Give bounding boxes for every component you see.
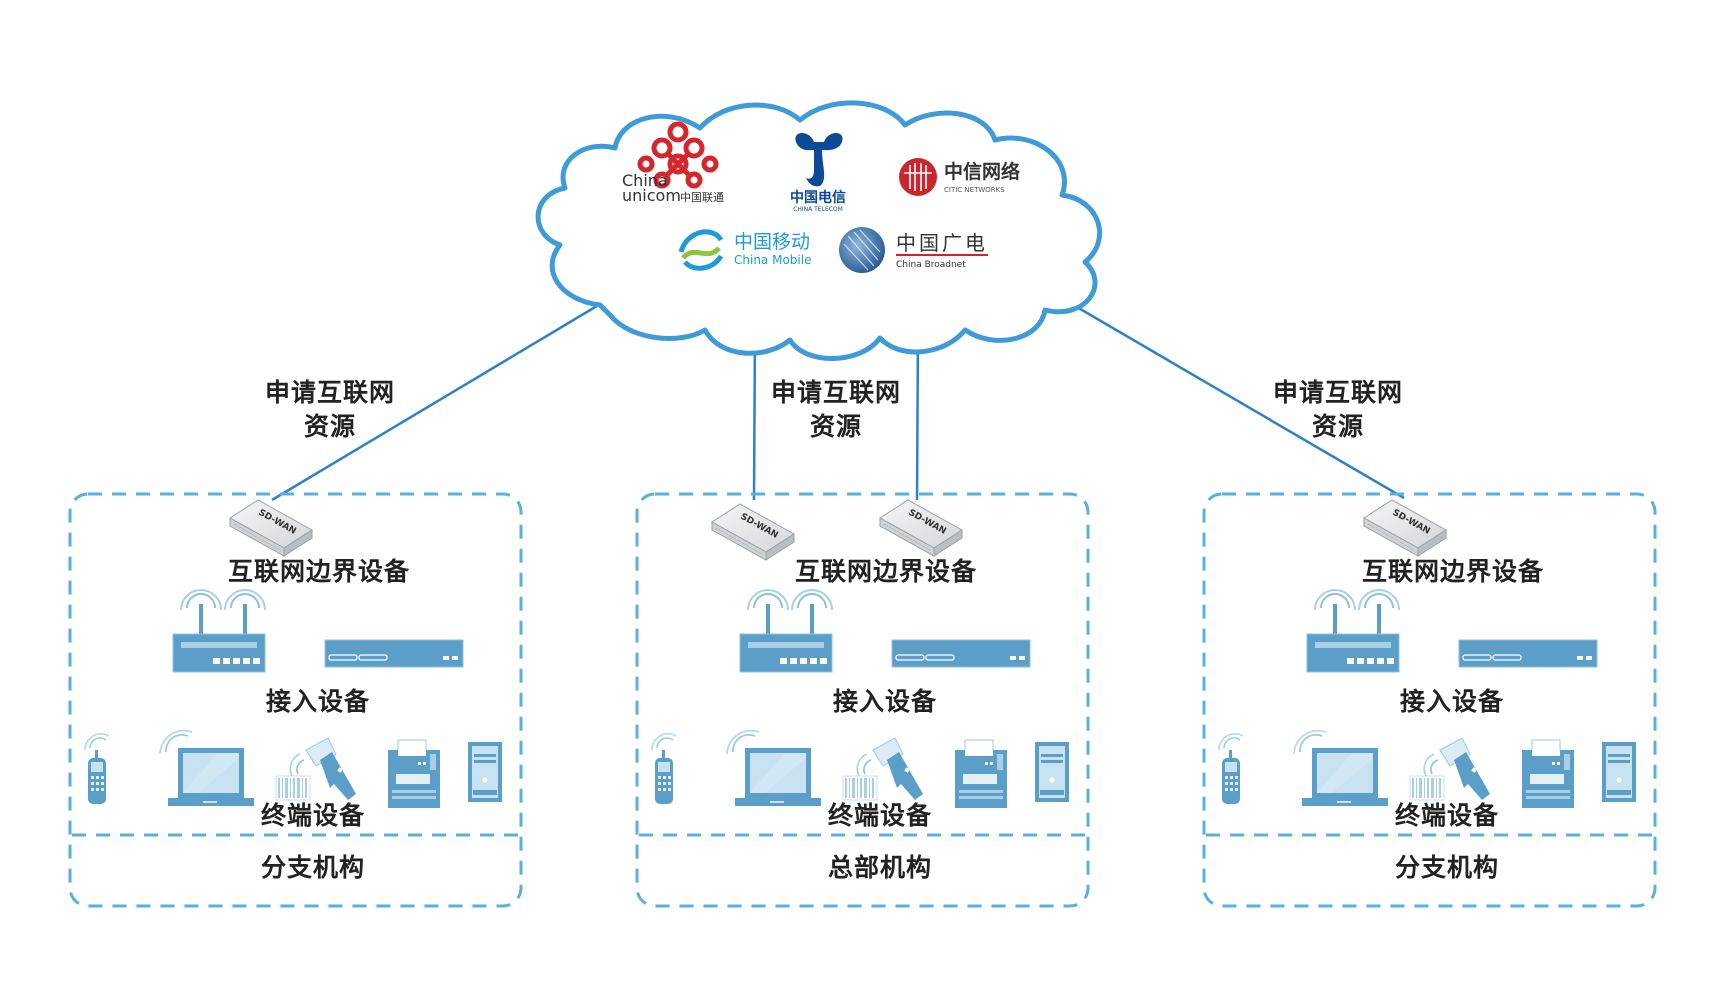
sdwan-device-icon: SD-WAN	[1363, 499, 1447, 557]
citic-cn: 中信网络	[944, 160, 1020, 183]
terminal-device-label: 终端设备	[1394, 801, 1500, 830]
broadnet-globe-icon	[839, 227, 885, 273]
link-label-line2: 资源	[1311, 412, 1365, 441]
mobile-phone-icon	[651, 733, 677, 805]
desktop-tower-icon	[1602, 742, 1636, 802]
carrier-logo-telecom: 中国电信 CHINA TELECOM	[790, 133, 846, 213]
site-boundary	[1202, 492, 1657, 908]
access-device-label: 接入设备	[265, 687, 371, 716]
desktop-tower-icon	[1035, 742, 1069, 802]
edge-device-label: 互联网边界设备	[1361, 557, 1545, 586]
mobile-phone-icon	[1218, 733, 1244, 805]
desktop-tower-icon	[468, 742, 502, 802]
link-label-left: 申请互联网 资源	[265, 376, 395, 444]
unicom-line2: unicom	[622, 186, 681, 205]
citic-en: CITIC NETWORKS	[944, 186, 1005, 194]
mobile-en: China Mobile	[734, 253, 811, 267]
carrier-logo-unicom: China unicom 中国联通	[622, 121, 724, 205]
site-name-headquarters: 总部机构	[827, 853, 933, 882]
wireless-router-icon	[1306, 589, 1400, 673]
site-boundary	[68, 492, 523, 908]
terminal-device-label: 终端设备	[827, 801, 933, 830]
uplink-line	[1057, 294, 1405, 500]
unicom-line1: China	[622, 171, 668, 190]
sdwan-device-icon: SD-WAN	[879, 499, 963, 557]
telecom-swirl-icon	[795, 133, 843, 187]
network-switch-icon	[1458, 639, 1598, 668]
edge-device-label: 互联网边界设备	[794, 557, 978, 586]
carrier-logo-citic: 中信网络 CITIC NETWORKS	[899, 158, 1020, 196]
network-switch-icon	[324, 639, 464, 668]
link-label-center: 申请互联网 资源	[771, 376, 901, 444]
pos-terminal-icon	[954, 739, 1008, 809]
unicom-cn: 中国联通	[680, 191, 724, 204]
telecom-en: CHINA TELECOM	[793, 206, 843, 213]
sdwan-device-icon: SD-WAN	[711, 503, 795, 561]
laptop-icon	[159, 729, 255, 807]
citic-emblem-icon	[899, 158, 937, 196]
laptop-icon	[1293, 729, 1389, 807]
laptop-icon	[726, 729, 822, 807]
uplink-line	[271, 295, 613, 502]
telecom-cn: 中国电信	[790, 189, 846, 206]
barcode-scanner-icon	[1409, 737, 1491, 801]
site-name-branch: 分支机构	[260, 853, 366, 882]
network-switch-icon	[891, 639, 1031, 668]
link-label-line1: 申请互联网	[264, 378, 396, 407]
mobile-phone-icon	[84, 733, 110, 805]
china-mobile-icon	[678, 229, 724, 271]
wireless-router-icon	[172, 589, 266, 673]
link-label-line1: 申请互联网	[1272, 378, 1404, 407]
link-label-right: 申请互联网 资源	[1273, 376, 1403, 444]
pos-terminal-icon	[387, 739, 441, 809]
broadnet-en: China Broadnet	[896, 260, 966, 270]
link-label-line2: 资源	[303, 412, 357, 441]
mobile-cn: 中国移动	[734, 231, 810, 253]
link-label-line2: 资源	[809, 412, 863, 441]
site-boundary	[635, 492, 1090, 908]
pos-terminal-icon	[1521, 739, 1575, 809]
unicom-knot-icon	[637, 121, 719, 189]
internet-cloud	[535, 100, 1103, 361]
carrier-logo-broadnet: 中国广电 China Broadnet	[839, 227, 988, 273]
carrier-logo-mobile: 中国移动 China Mobile	[678, 229, 811, 271]
broadnet-cn: 中国广电	[896, 231, 988, 255]
barcode-scanner-icon	[275, 737, 357, 801]
cloud-outline	[535, 100, 1103, 361]
access-device-label: 接入设备	[832, 687, 938, 716]
sdwan-device-icon: SD-WAN	[229, 499, 313, 557]
access-device-label: 接入设备	[1399, 687, 1505, 716]
edge-device-label: 互联网边界设备	[227, 557, 411, 586]
site-name-branch: 分支机构	[1394, 853, 1500, 882]
broadnet-underline	[896, 254, 988, 256]
link-label-line1: 申请互联网	[770, 378, 902, 407]
wireless-router-icon	[739, 589, 833, 673]
barcode-scanner-icon	[842, 737, 924, 801]
terminal-device-label: 终端设备	[260, 801, 366, 830]
